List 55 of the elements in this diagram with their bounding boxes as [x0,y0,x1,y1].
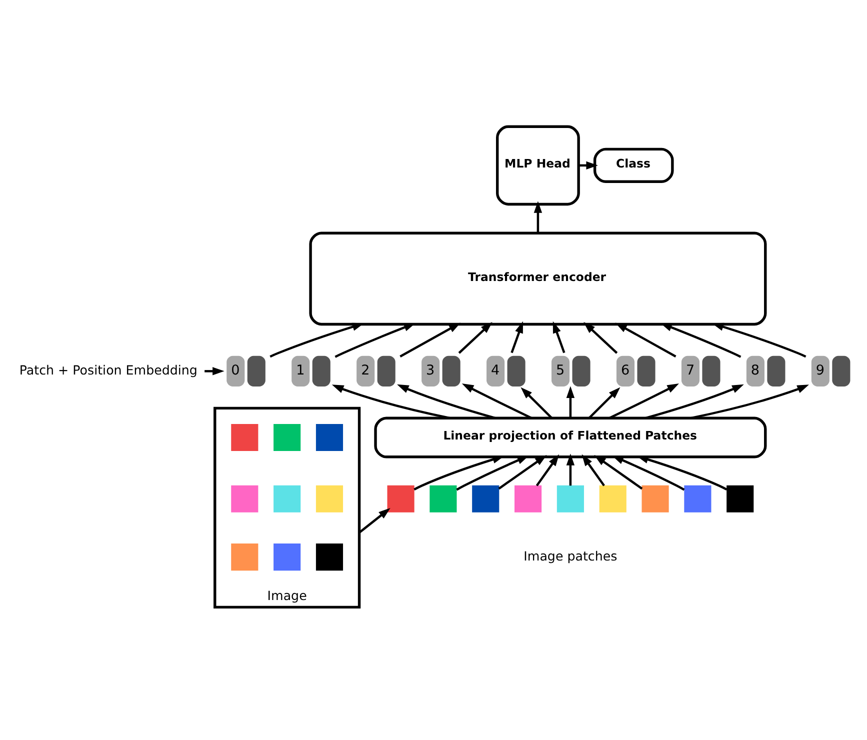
node-box [274,484,301,512]
arrow [660,322,742,358]
node-box [430,484,457,512]
arrow [498,454,547,490]
arrow [536,454,560,486]
arrow [612,455,685,490]
arrow [636,455,728,490]
arrow [414,455,504,490]
arrow [615,322,676,357]
arrow [458,321,492,354]
node-box [316,543,344,570]
arrow [397,384,496,419]
arrow [400,322,461,357]
node-box [231,484,258,512]
arrow [552,320,566,353]
arrow [334,322,416,358]
arrow [520,386,552,418]
node-box [642,484,669,512]
node-box [556,484,584,512]
arrow [712,322,806,358]
node-box [274,423,301,451]
arrow [609,383,679,419]
node-box [599,484,626,512]
arrow [584,321,618,354]
node-box [231,543,258,570]
arrow [204,366,224,375]
arrow [534,200,542,233]
arrow [690,384,809,419]
node-box [726,484,754,512]
arrow [358,508,390,533]
node-box [387,484,414,512]
arrow [588,386,620,418]
label: Image patches [524,548,618,563]
node-box [684,484,712,512]
node-text: Patch + Position Embedding [19,362,198,378]
node-box: Linear projection of Flattened Patches [374,416,767,458]
arrow [456,455,530,490]
arrow [566,386,575,418]
arrow [332,384,450,419]
arrow [462,383,532,419]
node-box [316,423,344,451]
arrow [582,454,605,486]
node-box [274,543,301,570]
node-box: Class [593,147,674,183]
node-box: MLP Head [496,124,580,206]
cluster: Image [214,406,361,608]
arrow [594,454,643,490]
arrow [510,320,524,353]
node-box [231,423,258,451]
arrow [646,384,744,419]
node-box [472,484,500,512]
node-box [316,484,344,512]
node-box: Transformer encoder [309,231,767,326]
node-box [514,484,542,512]
arrow [566,453,575,486]
